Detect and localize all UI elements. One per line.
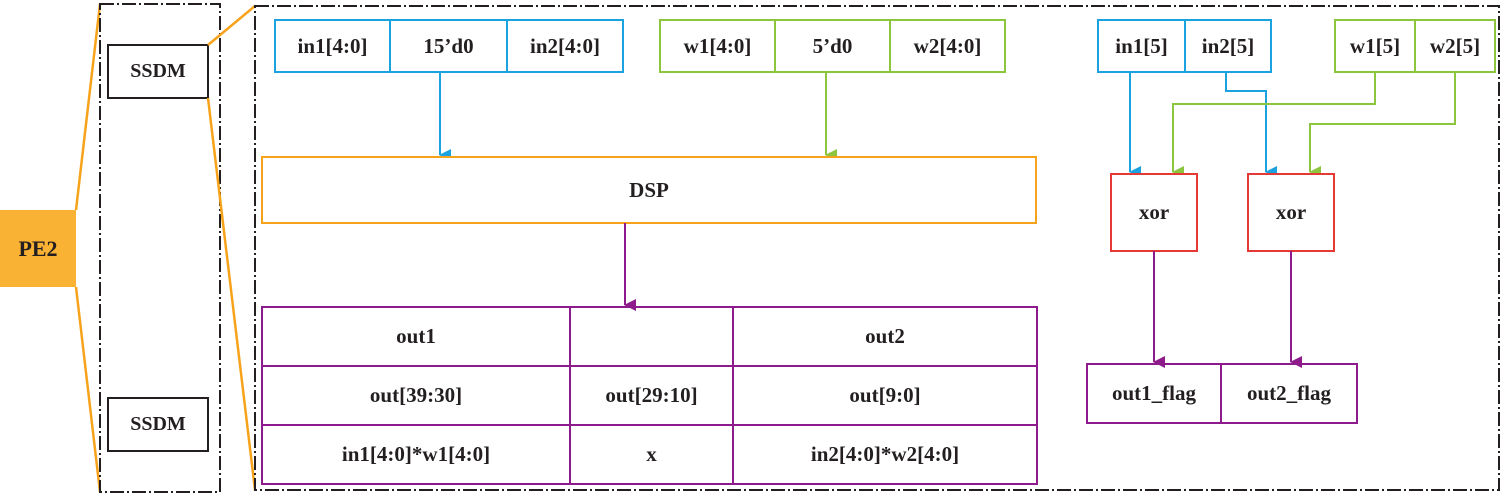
arrow-in2-sign-to-xor2 — [1225, 72, 1277, 178]
weight-bus-w2: w2[4:0] — [913, 33, 982, 58]
xor-gate-2 — [1247, 173, 1335, 252]
zoom-line-ssdm-bottom — [206, 97, 257, 491]
weight-bus-padding: 5’d0 — [812, 33, 853, 58]
output-product-middle: x — [646, 442, 657, 466]
output-range-out2: out[9:0] — [849, 383, 921, 407]
output-header-out2: out2 — [865, 324, 905, 348]
input-bus-padding: 15’d0 — [423, 33, 474, 58]
pe-frame — [99, 3, 221, 493]
zoom-line-pe-bottom — [74, 286, 102, 493]
output-header-middle — [570, 307, 733, 366]
arrow-w2-sign-to-xor2 — [1309, 72, 1456, 178]
ssdm-detail-frame — [254, 5, 1500, 491]
sign-weight-w1: w1[5] — [1349, 33, 1401, 58]
dsp-label: DSP — [629, 177, 669, 202]
sign-input-in2: in2[5] — [1201, 33, 1255, 58]
flag-out1: out1_flag — [1112, 381, 1196, 405]
output-header-out1: out1 — [396, 324, 436, 348]
flag-out2: out2_flag — [1247, 381, 1331, 405]
xor-gate-1-label: xor — [1138, 200, 1170, 224]
ssdm-top-box — [107, 44, 209, 99]
xor-gate-2-label: xor — [1275, 200, 1307, 224]
ssdm-bottom-box — [107, 397, 209, 452]
output-range-middle: out[29:10] — [605, 383, 698, 407]
output-product-out1: in1[4:0]*w1[4:0] — [341, 442, 491, 466]
xor-gate-1 — [1110, 173, 1198, 252]
ssdm-bottom-label: SSDM — [130, 413, 186, 435]
output-table — [261, 306, 1038, 485]
sign-input-in1: in1[5] — [1115, 33, 1168, 58]
ssdm-top-label: SSDM — [130, 60, 186, 82]
output-product-out2: in2[4:0]*w2[4:0] — [810, 442, 960, 466]
weight-bus — [659, 19, 1006, 73]
arrow-w1-sign-to-xor1 — [1172, 72, 1376, 178]
pe2-block — [0, 210, 76, 287]
dsp-block — [261, 156, 1037, 224]
zoom-line-ssdm-top — [207, 5, 256, 46]
weight-bus-w1: w1[4:0] — [683, 33, 752, 58]
zoom-line-pe-top — [74, 3, 102, 211]
output-range-out1: out[39:30] — [369, 383, 463, 407]
input-bus — [274, 19, 624, 73]
pe2-label: PE2 — [18, 235, 58, 261]
input-bus-in2: in2[4:0] — [530, 33, 600, 58]
input-bus-in1: in1[4:0] — [297, 33, 368, 58]
sign-weight-w2: w2[5] — [1429, 33, 1481, 58]
